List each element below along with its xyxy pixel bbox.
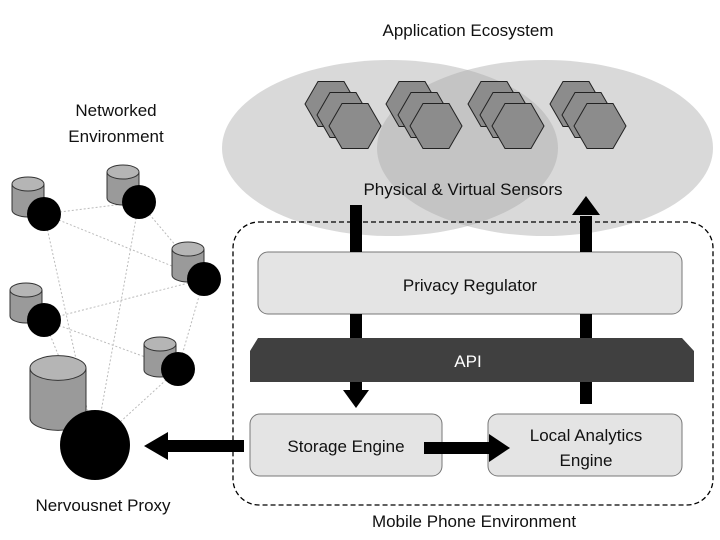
mobile-phone-environment-label: Mobile Phone Environment — [372, 512, 576, 531]
sensor-hexagon — [409, 103, 463, 149]
node-circle — [27, 303, 61, 337]
storage-engine-label: Storage Engine — [287, 437, 404, 456]
nervousnet-proxy-label: Nervousnet Proxy — [35, 496, 171, 515]
ecosystem-overlap — [377, 60, 558, 236]
sensor-hexagon-groups — [304, 81, 627, 149]
local-analytics-label-line2: Engine — [560, 451, 613, 470]
arrow-sensors-to-storage — [343, 205, 369, 408]
network-node — [11, 176, 61, 231]
proxy-circle — [60, 410, 130, 480]
nervousnet-proxy-node — [29, 355, 130, 480]
network-node — [106, 164, 156, 219]
network-nodes — [9, 164, 221, 480]
api-label: API — [454, 352, 481, 371]
node-circle — [122, 185, 156, 219]
physical-virtual-sensors-label: Physical & Virtual Sensors — [363, 180, 562, 199]
arrow-storage-to-analytics — [424, 434, 510, 462]
node-circle — [161, 352, 195, 386]
arrow-analytics-to-sensors — [572, 196, 600, 404]
arrow-storage-to-proxy — [144, 432, 244, 460]
sensor-hexagon — [491, 103, 545, 149]
sensor-hexagon — [573, 103, 627, 149]
sensor-hexagon-stack — [304, 81, 382, 149]
networked-environment-label-line1: Networked — [75, 101, 156, 120]
arrows — [144, 196, 600, 462]
application-ecosystem-label: Application Ecosystem — [382, 21, 553, 40]
sensor-hexagon-stack — [385, 81, 463, 149]
node-circle — [27, 197, 61, 231]
database-cylinder — [29, 355, 87, 431]
sensor-hexagon-stack — [467, 81, 545, 149]
local-analytics-label-line1: Local Analytics — [530, 426, 642, 445]
privacy-regulator-label: Privacy Regulator — [403, 276, 538, 295]
network-node — [143, 336, 195, 386]
application-ecosystem — [222, 60, 713, 236]
network-node — [9, 282, 61, 337]
api-bar — [250, 338, 694, 382]
sensor-hexagon-stack — [549, 81, 627, 149]
networked-environment-label-line2: Environment — [68, 127, 164, 146]
privacy-regulator-box — [257, 251, 683, 315]
mobile-phone-environment-boundary — [232, 221, 714, 506]
node-circle — [187, 262, 221, 296]
sensor-hexagon — [328, 103, 382, 149]
network-node — [171, 241, 221, 296]
